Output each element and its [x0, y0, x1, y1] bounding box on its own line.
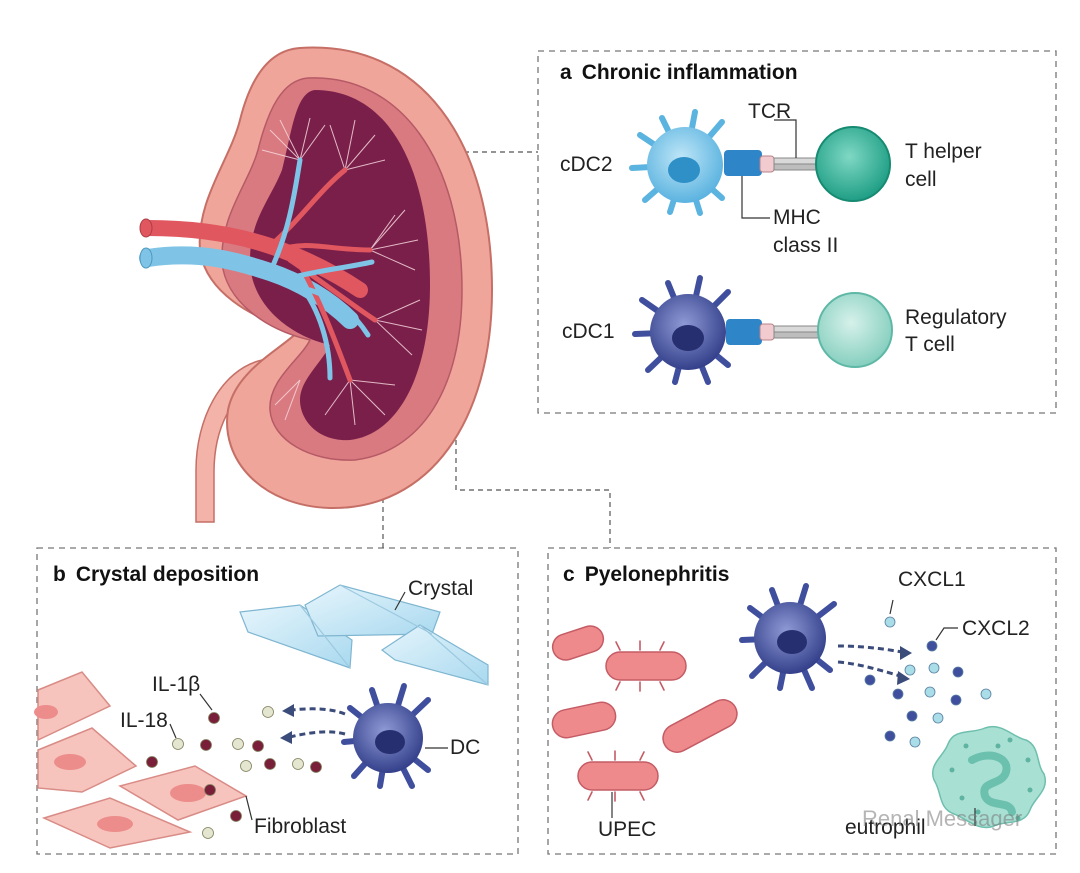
t-helper-cell [815, 126, 891, 202]
panel-b-frame [36, 547, 519, 855]
panel-b-title: b Crystal deposition [53, 563, 259, 587]
label-t-helper-line2: cell [905, 168, 937, 191]
panel-b-letter: b [53, 563, 66, 586]
label-tcr: TCR [748, 100, 792, 123]
panel-c-title: c Pyelonephritis [563, 563, 729, 587]
cytokine-particles-b [146, 706, 322, 839]
panel-c-heading: Pyelonephritis [584, 563, 730, 586]
label-il18: IL-18 [120, 709, 168, 732]
secretion-arrows-c [837, 644, 903, 678]
label-cxcl1: CXCL1 [898, 568, 966, 591]
tcr-mhc-complex-2 [759, 323, 819, 341]
label-treg-line1: Regulatory [905, 306, 1007, 329]
annotation-lines-a [741, 119, 797, 219]
chemokine-pointers-c [889, 599, 958, 641]
watermark-text: Renal Messager [862, 806, 1023, 831]
vessel-branches [267, 157, 378, 383]
arrowheads-c [897, 646, 912, 685]
upec-bacteria [551, 625, 738, 802]
label-cxcl2: CXCL2 [962, 617, 1030, 640]
chemokine-particles-c [864, 616, 992, 748]
fibroblasts [34, 671, 248, 849]
secretion-arrows-b [289, 707, 346, 739]
label-dc: DC [450, 736, 481, 759]
neutrophil-cell [931, 725, 1047, 829]
arrowheads-b [280, 704, 294, 744]
panel-a-heading: Chronic inflammation [581, 61, 798, 84]
label-mhc-line2: class II [773, 234, 839, 257]
label-fibroblast: Fibroblast [254, 815, 347, 838]
regulatory-t-cell [817, 292, 893, 368]
label-t-helper-line1: T helper [905, 140, 982, 163]
cdc1-cell [632, 275, 762, 385]
panel-c-letter: c [563, 563, 575, 586]
label-crystal: Crystal [408, 577, 474, 600]
panel-a-title: a Chronic inflammation [560, 61, 798, 85]
crystal-pointer [394, 591, 406, 611]
dc-cell-b [341, 683, 431, 789]
label-upec: UPEC [598, 818, 657, 841]
label-cdc2: cDC2 [560, 153, 613, 176]
tcr-mhc-complex-1 [759, 155, 819, 173]
panel-b-heading: Crystal deposition [75, 563, 260, 586]
cdc2-cell [629, 109, 762, 216]
panel-a-frame [537, 50, 1057, 414]
dc-cell-c [739, 583, 837, 691]
panel-a-letter: a [560, 61, 572, 84]
crystals [239, 584, 489, 686]
cytokine-pointers-b [169, 693, 213, 739]
pyramid-rays [261, 117, 423, 426]
kidney [139, 46, 494, 523]
fibroblast-pointer [245, 795, 253, 821]
label-il1b: IL-1β [152, 673, 201, 696]
label-neutrophil: eutrophil [845, 816, 926, 839]
label-cdc1: cDC1 [562, 320, 615, 343]
label-treg-line2: T cell [905, 333, 955, 356]
label-mhc-line1: MHC [773, 206, 821, 229]
panel-c-frame [547, 547, 1057, 855]
